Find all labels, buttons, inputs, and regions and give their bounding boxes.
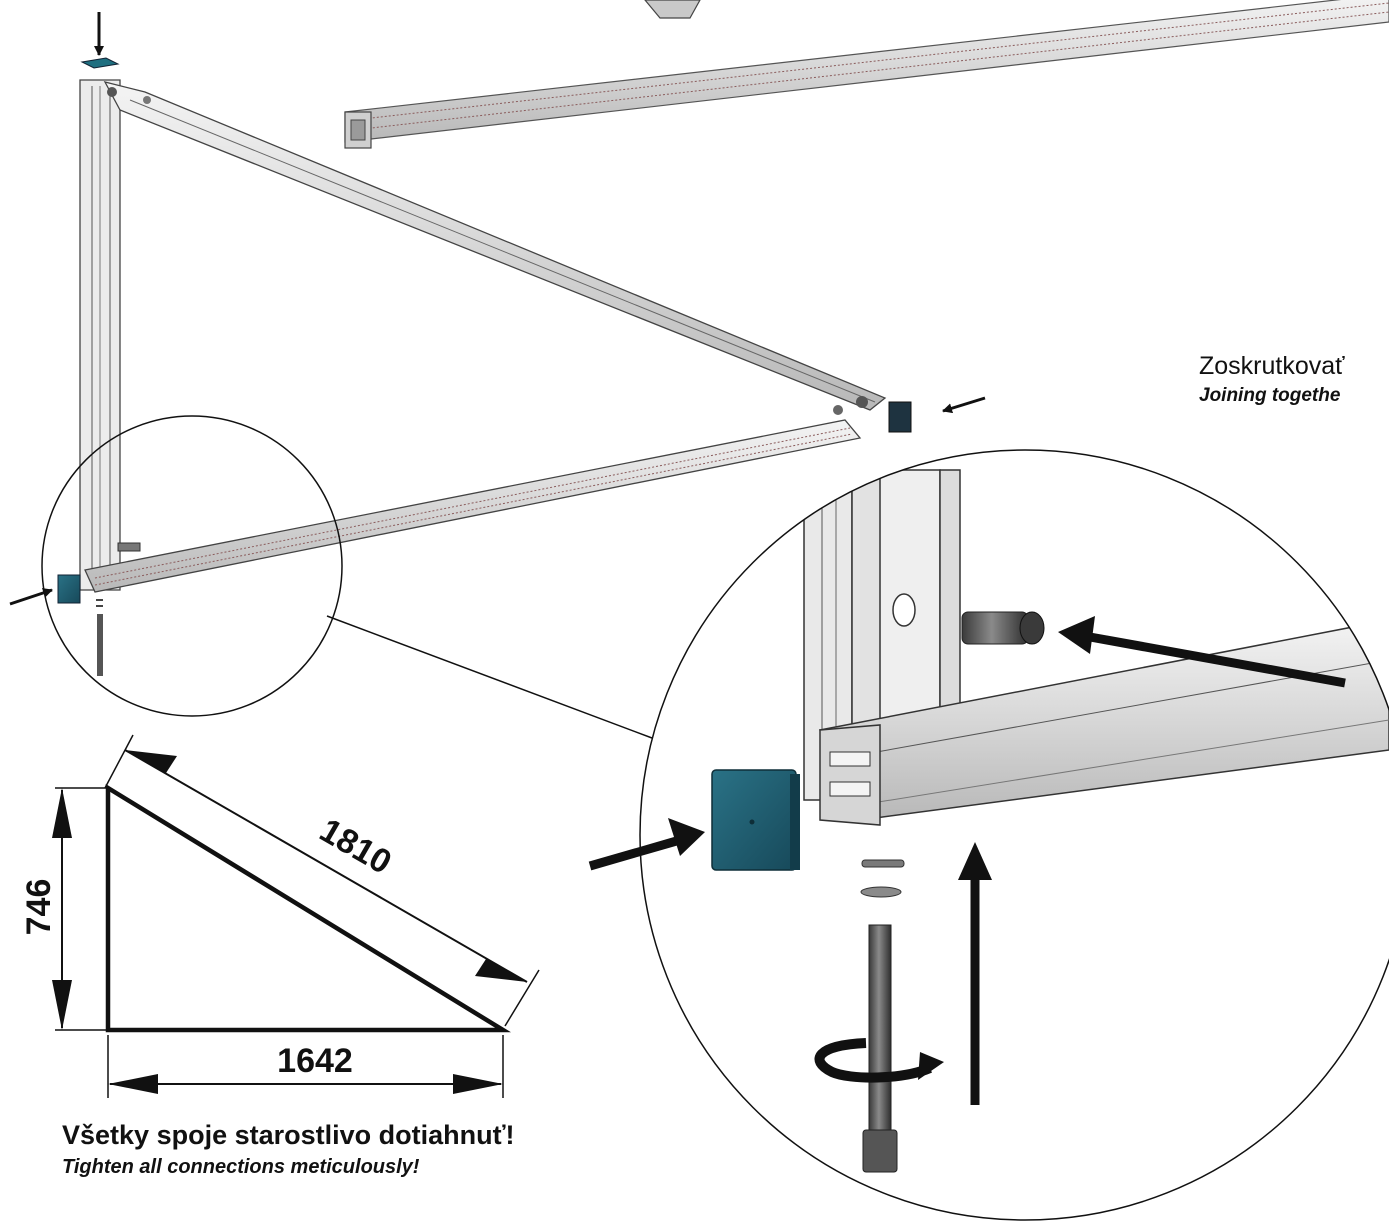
detail-magnified-circle (639, 449, 1389, 1221)
detail-magnified (803, 469, 1389, 1173)
end-cap-icon (57, 57, 912, 604)
bolt-icon (96, 599, 103, 676)
detail-source-circle (41, 415, 343, 717)
dimension-hypotenuse-label: 1810 (313, 811, 398, 882)
detail-leader-line (326, 615, 653, 739)
rotation-arrow-icon (814, 1038, 944, 1083)
dimension-triangle (52, 734, 540, 1098)
dimension-height-label: 746 (20, 879, 58, 936)
caption-tighten-sk: Všetky spoje starostlivo dotiahnuť! (62, 1120, 515, 1150)
dimension-base-label: 1642 (277, 1042, 353, 1080)
top-bracket (644, 0, 701, 19)
triangle-frame (79, 79, 887, 593)
step-label-sk: Zoskrutkovať (1199, 352, 1345, 380)
caption-tighten-en: Tighten all connections meticulously! (62, 1156, 420, 1178)
direction-arrow-icon (588, 616, 1346, 1105)
end-cap-detail (711, 769, 800, 871)
top-rail (344, 0, 1389, 149)
step-label-en: Joining togethe (1199, 385, 1341, 406)
